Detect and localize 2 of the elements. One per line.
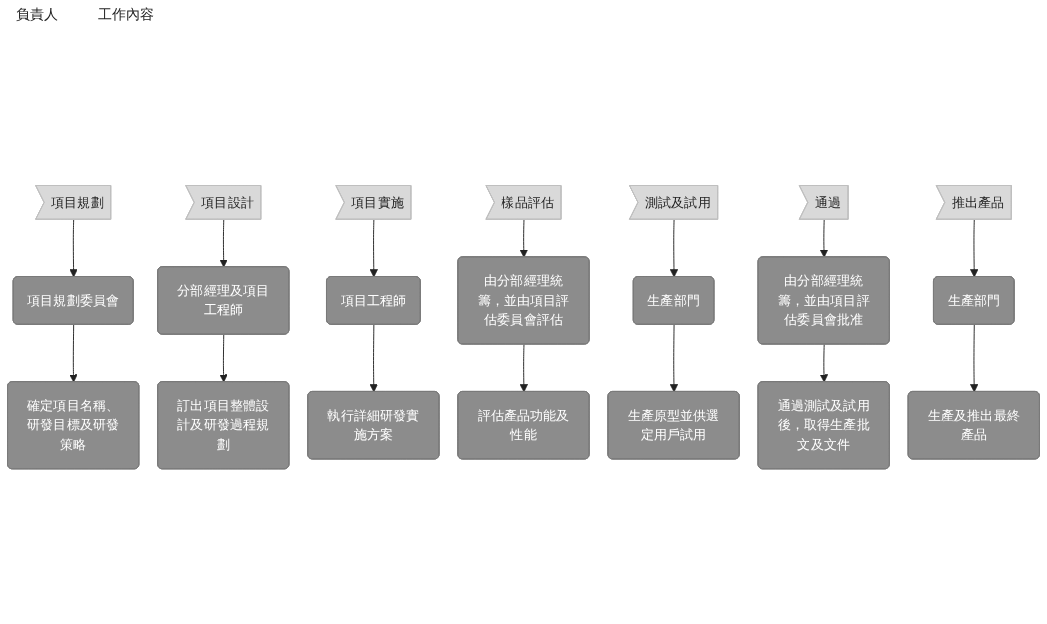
row-label: 工作內容: [98, 6, 154, 24]
row-label: 負責人: [16, 6, 58, 24]
